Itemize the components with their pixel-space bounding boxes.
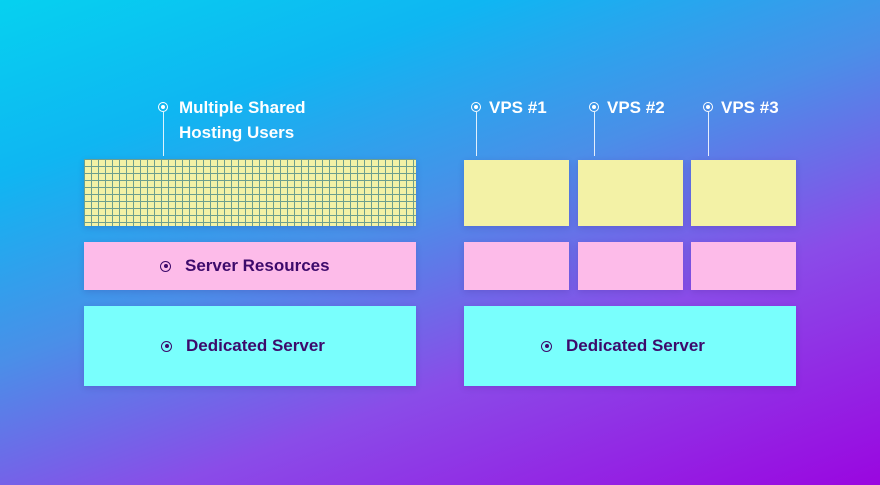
vps1-leader-line [476, 112, 477, 156]
vps3-marker-icon [703, 102, 713, 112]
shared-dedicated-server-text: Dedicated Server [186, 336, 325, 355]
server-resources-text: Server Resources [185, 256, 330, 275]
vps2-leader-line [594, 112, 595, 156]
vps3-label: VPS #3 [721, 98, 779, 117]
vps-dedicated-server-label: Dedicated Server [541, 306, 705, 386]
shared-dedicated-server-block: Dedicated Server [84, 306, 416, 386]
vps2-label: VPS #2 [607, 98, 665, 117]
vps1-marker-icon [471, 102, 481, 112]
vps-dedicated-server-text: Dedicated Server [566, 336, 705, 355]
vps1-label: VPS #1 [489, 98, 547, 117]
vps3-resources-block [691, 242, 796, 290]
vps3-leader-line [708, 112, 709, 156]
users-label-line2: Hosting Users [179, 123, 295, 142]
shared-users-grid [84, 159, 416, 226]
users-marker-icon [158, 102, 168, 112]
server-resources-label: Server Resources [160, 242, 330, 290]
vps-dedicated-server-marker-icon [541, 340, 552, 352]
vps1-resources-block [464, 242, 569, 290]
users-leader-line [163, 112, 164, 156]
vps2-resources-block [578, 242, 683, 290]
shared-dedicated-server-label: Dedicated Server [161, 306, 325, 386]
shared-server-resources-block: Server Resources [84, 242, 416, 290]
vps-dedicated-server-block: Dedicated Server [464, 306, 796, 386]
vps2-instance-block [578, 160, 683, 226]
users-label-line1: Multiple Shared [179, 98, 306, 117]
server-resources-marker-icon [160, 260, 171, 272]
vps3-instance-block [691, 160, 796, 226]
vps2-marker-icon [589, 102, 599, 112]
shared-dedicated-server-marker-icon [161, 340, 172, 352]
users-label: Multiple Shared Hosting Users [179, 95, 306, 145]
vps1-instance-block [464, 160, 569, 226]
